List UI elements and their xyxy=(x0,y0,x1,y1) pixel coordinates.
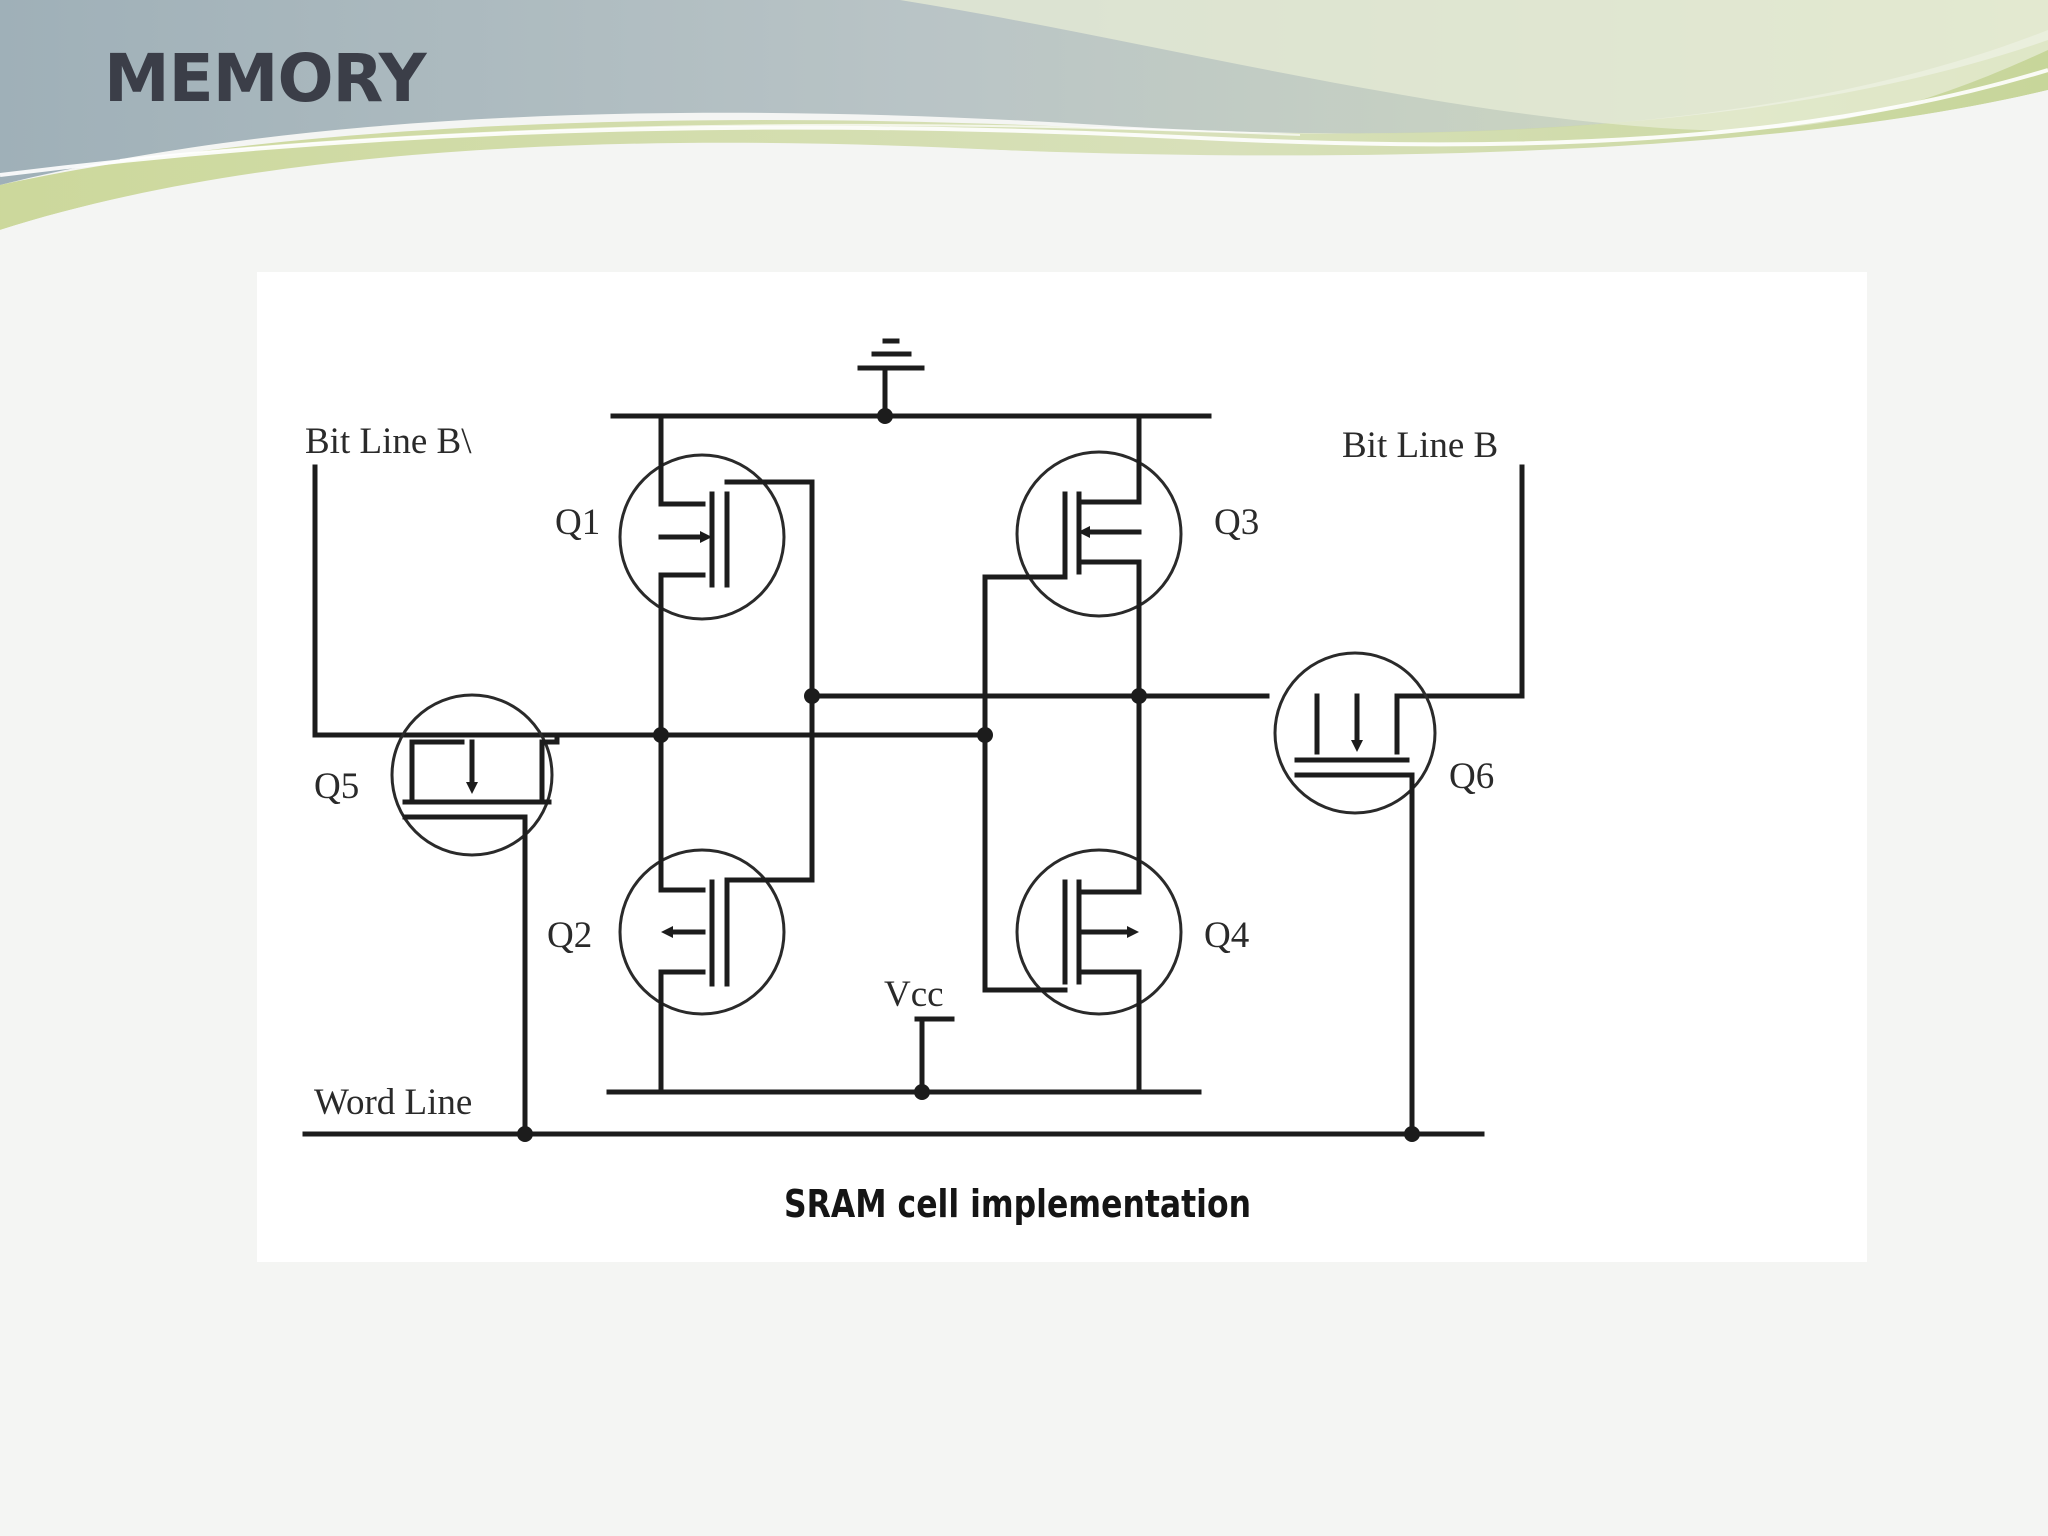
sram-diagram-figure: Bit Line B\ Bit Line B Q1 Q3 Q5 Q6 Q2 Q4… xyxy=(257,272,1867,1262)
label-q5: Q5 xyxy=(314,766,359,807)
label-q6: Q6 xyxy=(1449,756,1494,797)
junction-dot xyxy=(804,688,820,704)
junction-dot xyxy=(877,408,893,424)
junction-dot xyxy=(1404,1126,1420,1142)
sram-circuit-diagram: Bit Line B\ Bit Line B Q1 Q3 Q5 Q6 Q2 Q4… xyxy=(302,338,1525,1226)
power-symbol xyxy=(857,338,925,419)
transistor-q6 xyxy=(1273,651,1437,1137)
junction-dot xyxy=(977,727,993,743)
label-q3: Q3 xyxy=(1214,502,1259,543)
label-q2: Q2 xyxy=(547,915,592,956)
transistor-q2 xyxy=(618,693,815,1095)
transistor-q4 xyxy=(982,693,1183,1095)
label-bit-line-b-bar: Bit Line B\ xyxy=(305,421,472,462)
bit-line-b xyxy=(1394,464,1525,699)
junction-dot xyxy=(914,1084,930,1100)
label-word-line: Word Line xyxy=(314,1082,472,1123)
junction-dot xyxy=(517,1126,533,1142)
figure-caption: SRAM cell implementation xyxy=(784,1182,1251,1226)
junction-dot xyxy=(1131,688,1147,704)
transistor-q1 xyxy=(618,413,815,738)
transistor-q3 xyxy=(982,413,1183,738)
header-wave-banner xyxy=(0,0,2048,240)
bit-line-b-bar xyxy=(312,464,560,738)
transistor-q5 xyxy=(390,693,560,1137)
junction-dot xyxy=(653,727,669,743)
label-vcc: Vcc xyxy=(884,974,944,1015)
label-bit-line-b: Bit Line B xyxy=(1342,425,1498,466)
label-q4: Q4 xyxy=(1204,915,1249,956)
label-q1: Q1 xyxy=(555,502,600,543)
slide-title: MEMORY xyxy=(104,40,427,117)
